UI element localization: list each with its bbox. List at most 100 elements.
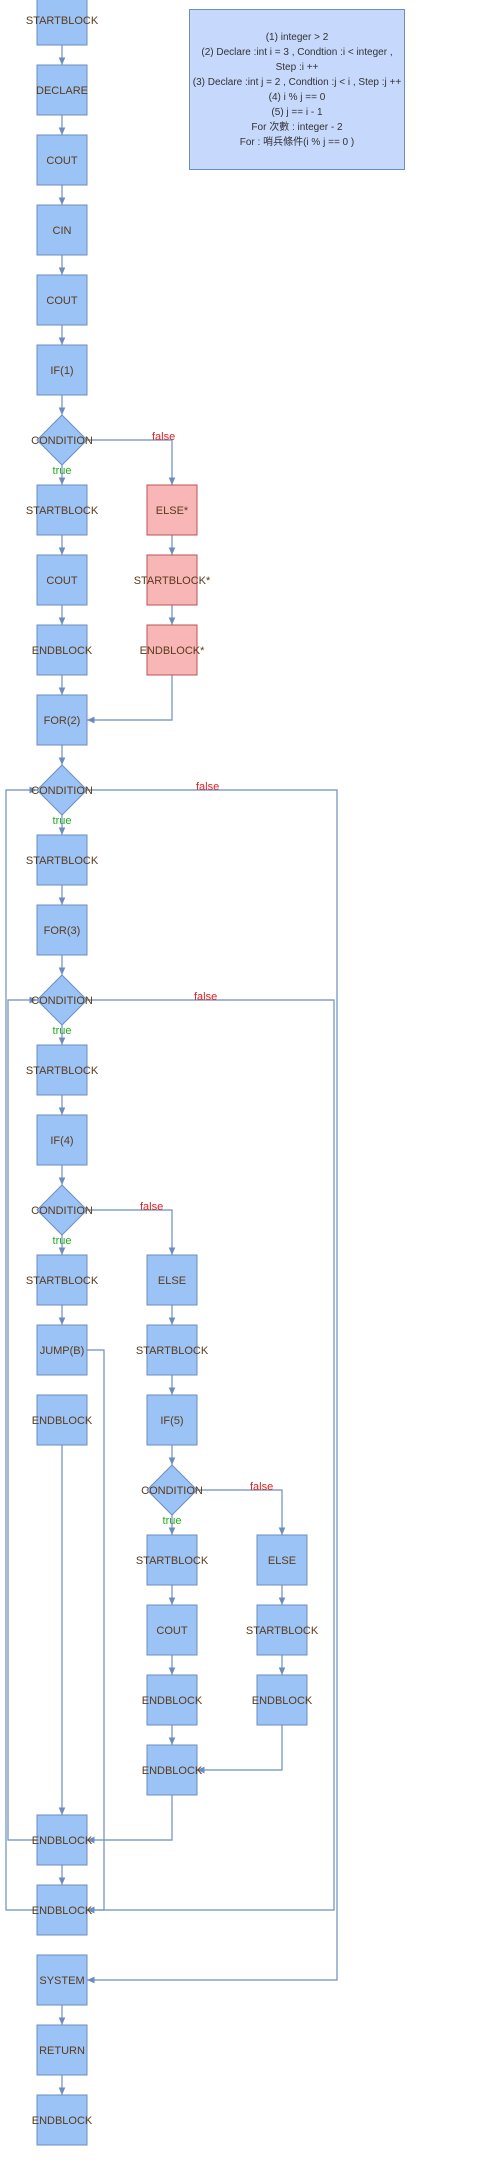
- process-block-n15[interactable]: STARTBLOCK: [26, 1254, 99, 1306]
- process-block-n12[interactable]: FOR(3): [36, 904, 88, 956]
- process-block-m1[interactable]: ELSE: [146, 1254, 198, 1306]
- diamond-shape: [36, 414, 88, 466]
- process-block-m7[interactable]: ENDBLOCK: [142, 1744, 203, 1796]
- block-shape: [36, 904, 88, 956]
- diamond-shape: [146, 1464, 198, 1516]
- block-shape: [146, 1744, 198, 1796]
- process-block-n13[interactable]: STARTBLOCK: [26, 1044, 99, 1096]
- block-shape: [146, 1394, 198, 1446]
- process-block-r2[interactable]: STARTBLOCK: [246, 1604, 319, 1656]
- edge-arrow-37: [87, 1795, 173, 1844]
- process-block-e3[interactable]: ENDBLOCK*: [140, 624, 206, 676]
- condition-diamond-d5[interactable]: CONDITION: [141, 1464, 203, 1516]
- process-block-n22[interactable]: ENDBLOCK: [32, 2094, 93, 2146]
- block-shape: [36, 2094, 88, 2146]
- note-line-4: (4) i % j == 0: [268, 91, 326, 103]
- block-shape: [36, 624, 88, 676]
- block-shape: [36, 1114, 88, 1166]
- node-label: ELSE*: [156, 505, 189, 517]
- process-block-n10[interactable]: FOR(2): [36, 694, 88, 746]
- process-block-n11[interactable]: STARTBLOCK: [26, 834, 99, 886]
- edge-arrow-32: [197, 1489, 286, 1535]
- process-block-n3[interactable]: COUT: [36, 134, 88, 186]
- node-label: ENDBLOCK: [32, 1835, 93, 1847]
- process-block-n14[interactable]: IF(4): [36, 1114, 88, 1166]
- block-shape: [36, 484, 88, 536]
- node-label: SYSTEM: [39, 1975, 84, 1987]
- block-shape: [256, 1674, 308, 1726]
- process-block-n7[interactable]: STARTBLOCK: [26, 484, 99, 536]
- note-line-3: (3) Declare :int j = 2 , Condtion :j < i…: [192, 76, 402, 88]
- process-block-r3[interactable]: ENDBLOCK: [252, 1674, 313, 1726]
- process-block-r1[interactable]: ELSE: [256, 1534, 308, 1586]
- diamond-shape: [36, 974, 88, 1026]
- process-block-n2[interactable]: DECLARE: [36, 64, 88, 116]
- node-label: ELSE: [158, 1275, 186, 1287]
- process-block-m4[interactable]: STARTBLOCK: [136, 1534, 209, 1586]
- condition-diamond-d2[interactable]: CONDITION: [31, 764, 93, 816]
- condition-diamond-d4[interactable]: CONDITION: [31, 1184, 93, 1236]
- block-shape: [36, 554, 88, 606]
- block-shape: [36, 1394, 88, 1446]
- process-block-n21[interactable]: RETURN: [36, 2024, 88, 2076]
- edge-label-true: true: [163, 1515, 182, 1527]
- edge-arrow-24: [87, 1209, 176, 1255]
- process-block-n9[interactable]: ENDBLOCK: [32, 624, 93, 676]
- block-shape: [146, 1674, 198, 1726]
- process-block-m6[interactable]: ENDBLOCK: [142, 1674, 203, 1726]
- edge-label-false: false: [152, 431, 175, 443]
- node-label: CONDITION: [31, 435, 93, 447]
- process-block-n5[interactable]: COUT: [36, 274, 88, 326]
- note-line-2: (2) Declare :int i = 3 , Condtion :i < i…: [201, 46, 393, 73]
- note-box: (1) integer > 2 (2) Declare :int i = 3 ,…: [189, 9, 405, 170]
- node-label: CONDITION: [31, 785, 93, 797]
- note-line-1: (1) integer > 2: [265, 31, 329, 43]
- process-block-n20[interactable]: SYSTEM: [36, 1954, 88, 2006]
- process-block-m2[interactable]: STARTBLOCK: [136, 1324, 209, 1376]
- node-label: COUT: [46, 575, 77, 587]
- process-block-n18[interactable]: ENDBLOCK: [32, 1814, 93, 1866]
- block-shape: [36, 274, 88, 326]
- process-block-n4[interactable]: CIN: [36, 204, 88, 256]
- block-shape: [36, 2024, 88, 2076]
- edge-label-false: false: [140, 1201, 163, 1213]
- process-block-n1[interactable]: STARTBLOCK: [26, 0, 99, 46]
- process-block-n6[interactable]: IF(1): [36, 344, 88, 396]
- block-shape: [36, 204, 88, 256]
- process-block-n17[interactable]: ENDBLOCK: [32, 1394, 93, 1446]
- process-block-n19[interactable]: ENDBLOCK: [32, 1884, 93, 1936]
- edge-label-false: false: [194, 991, 217, 1003]
- note-line-6: For 次數 : integer - 2: [251, 121, 343, 133]
- node-label: ENDBLOCK: [32, 1905, 93, 1917]
- node-label: COUT: [46, 295, 77, 307]
- process-block-n16[interactable]: JUMP(B): [36, 1324, 88, 1376]
- node-label: IF(1): [50, 365, 73, 377]
- block-shape: [36, 64, 88, 116]
- block-shape: [36, 694, 88, 746]
- block-shape: [146, 554, 198, 606]
- node-label: FOR(3): [44, 925, 81, 937]
- note-line-7: For : 哨兵條件(i % j == 0 ): [239, 136, 355, 148]
- condition-diamond-d3[interactable]: CONDITION: [31, 974, 93, 1026]
- process-block-e1[interactable]: ELSE*: [146, 484, 198, 536]
- block-shape: [256, 1604, 308, 1656]
- process-block-e2[interactable]: STARTBLOCK*: [134, 554, 211, 606]
- block-shape: [146, 1324, 198, 1376]
- diamond-shape: [36, 764, 88, 816]
- condition-diamond-d1[interactable]: CONDITION: [31, 414, 93, 466]
- node-label: STARTBLOCK: [26, 505, 99, 517]
- edge-arrow-42: [87, 999, 335, 1914]
- node-label: JUMP(B): [40, 1345, 85, 1357]
- process-block-n8[interactable]: COUT: [36, 554, 88, 606]
- node-label: STARTBLOCK: [26, 1275, 99, 1287]
- process-block-m5[interactable]: COUT: [146, 1604, 198, 1656]
- process-block-m3[interactable]: IF(5): [146, 1394, 198, 1446]
- block-shape: [146, 1534, 198, 1586]
- node-label: CIN: [53, 225, 72, 237]
- node-label: ENDBLOCK: [142, 1765, 203, 1777]
- block-shape: [36, 0, 88, 46]
- node-label: ENDBLOCK: [142, 1695, 203, 1707]
- edge-arrow-39: [87, 1349, 105, 1914]
